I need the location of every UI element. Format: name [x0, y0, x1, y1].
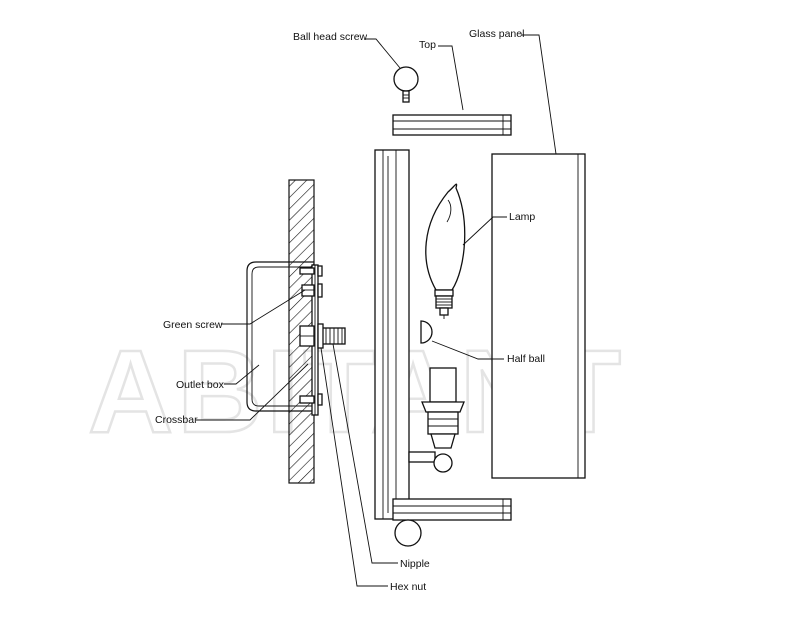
label-lamp: Lamp — [509, 211, 535, 223]
label-ball-head-screw: Ball head screw — [293, 31, 368, 43]
label-top: Top — [419, 39, 436, 51]
box-screw-upper — [299, 265, 323, 277]
hex-nut — [299, 323, 324, 349]
half-ball — [420, 320, 433, 344]
lamp-socket — [408, 367, 465, 473]
bottom-ball — [394, 519, 422, 547]
leader-lines — [196, 34, 557, 587]
label-half-ball: Half ball — [507, 353, 545, 365]
ball-head-screw — [393, 66, 419, 103]
glass-panel — [491, 153, 586, 479]
top-cap — [392, 114, 512, 136]
nipple — [321, 327, 346, 345]
label-outlet-box: Outlet box — [176, 379, 225, 391]
box-screw-lower — [299, 393, 323, 406]
label-nipple: Nipple — [400, 558, 430, 570]
lamp-bulb — [425, 183, 466, 319]
label-glass-panel: Glass panel — [469, 28, 524, 40]
back-plate — [374, 149, 410, 520]
label-green-screw: Green screw — [163, 319, 223, 331]
label-hex-nut: Hex nut — [390, 581, 426, 593]
label-crossbar: Crossbar — [155, 414, 198, 426]
bottom-base — [392, 498, 512, 521]
labels: Ball head screw Top Glass panel Lamp Gre… — [155, 28, 545, 593]
outlet-box — [246, 261, 314, 412]
green-screw — [301, 283, 323, 298]
